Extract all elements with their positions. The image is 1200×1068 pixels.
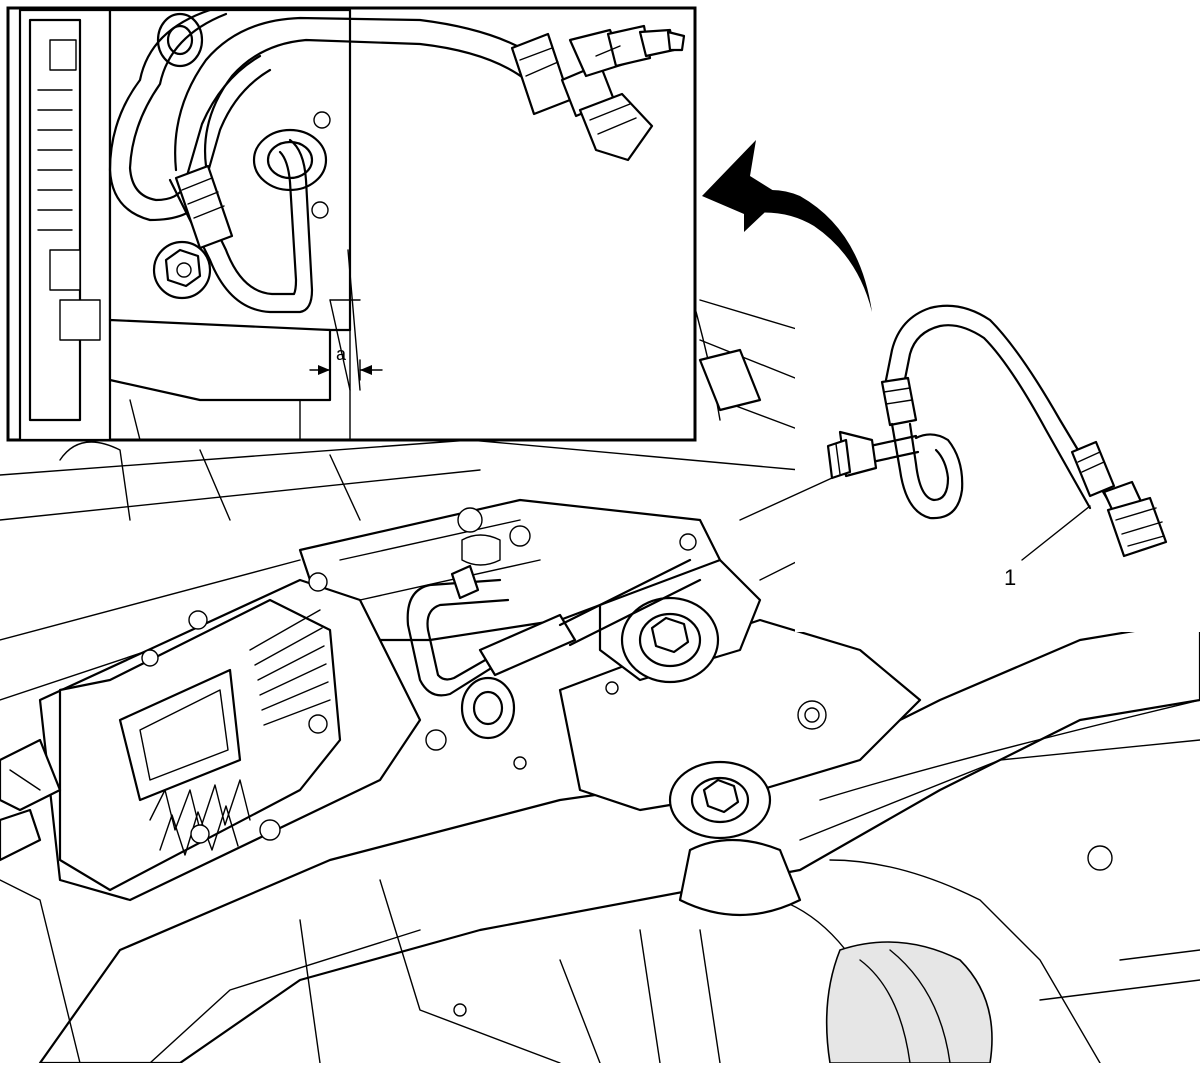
removal-direction-arrow	[702, 140, 872, 312]
dimension-label-a: a	[336, 344, 347, 364]
detail-inset	[6, 6, 697, 442]
callout-label-1: 1	[1004, 565, 1016, 590]
main-view-underbody	[0, 289, 1200, 1065]
removed-cooler-pipe	[739, 304, 1168, 561]
